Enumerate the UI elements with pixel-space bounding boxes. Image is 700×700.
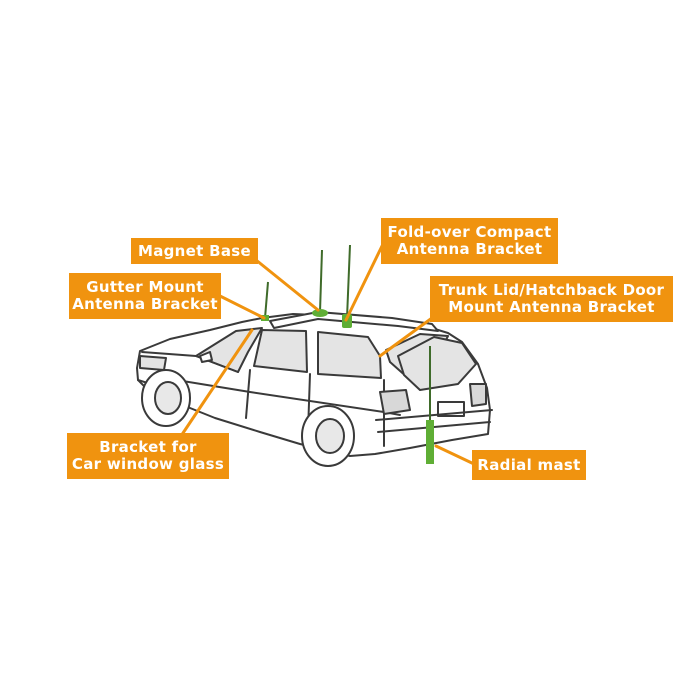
label-trunk-lid-bracket: Trunk Lid/Hatchback Door Mount Antenna B… (430, 276, 673, 322)
side-mirror (199, 351, 213, 363)
label-radial-mast-text: Radial mast (477, 455, 581, 474)
front-wheel (141, 369, 191, 427)
magnet-base-antenna (312, 249, 328, 317)
front-side-window (253, 329, 308, 373)
leader-gutter-mount (218, 294, 266, 320)
label-fold-over-line-2: Antenna Bracket (396, 240, 543, 258)
label-fold-over-bracket: Fold-over Compact Antenna Bracket (381, 218, 558, 264)
label-magnet-base-text: Magnet Base (138, 241, 251, 260)
label-radial-mast: Radial mast (472, 450, 586, 480)
tail-light-right (469, 383, 487, 407)
rear-side-window (317, 331, 382, 379)
rear-window (397, 336, 477, 391)
leader-magnet-base (254, 258, 320, 312)
label-fold-over-line-1: Fold-over Compact (387, 223, 552, 241)
leader-fold-over (344, 242, 385, 322)
headlight (139, 355, 167, 371)
label-window-glass-line-1: Bracket for (99, 438, 197, 456)
label-magnet-base: Magnet Base (131, 238, 258, 264)
leader-window-glass (179, 328, 254, 438)
label-gutter-mount-line-2: Antenna Bracket (72, 295, 218, 313)
label-gutter-mount-bracket: Gutter Mount Antenna Bracket (69, 273, 221, 319)
label-window-glass-line-2: Car window glass (71, 455, 225, 473)
label-window-glass-bracket: Bracket for Car window glass (67, 433, 229, 479)
label-gutter-mount-line-1: Gutter Mount (86, 278, 204, 296)
hood-line (141, 351, 239, 373)
roof-rack (269, 311, 439, 332)
label-trunk-lid-line-1: Trunk Lid/Hatchback Door (438, 281, 665, 299)
rear-wheel (301, 405, 355, 467)
leader-radial-mast (434, 444, 476, 466)
leader-trunk-lid (378, 316, 434, 358)
radial-mast-antenna (426, 346, 434, 464)
leader-lines (179, 242, 476, 466)
gutter-antenna (261, 281, 269, 321)
tail-light (379, 389, 411, 415)
label-trunk-lid-line-2: Mount Antenna Bracket (448, 298, 655, 316)
station-wagon-car (136, 311, 493, 467)
